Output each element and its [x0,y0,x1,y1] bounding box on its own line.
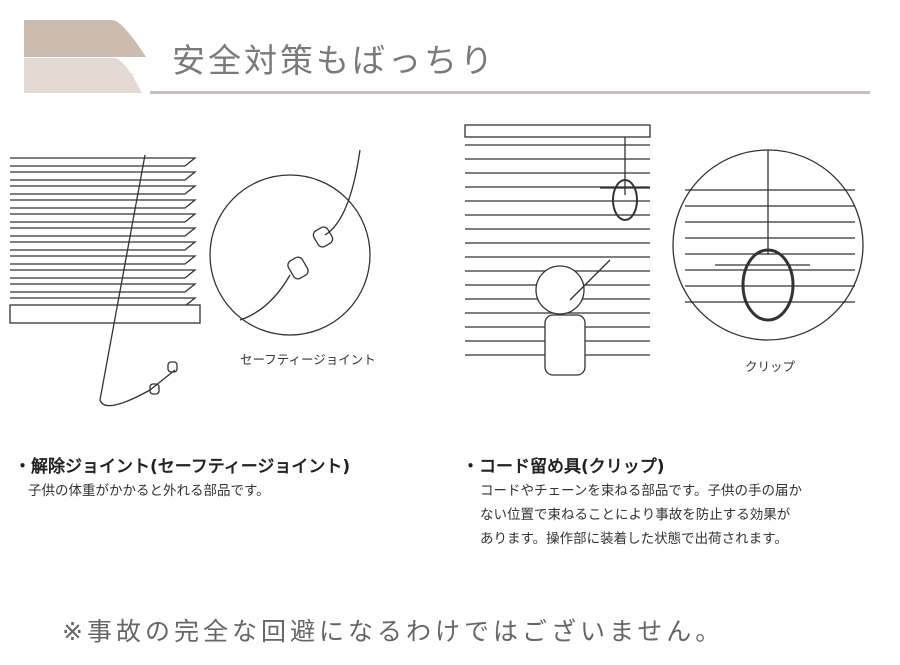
blind-slat [10,171,197,181]
blind-slat [10,241,197,251]
clip-description: コードやチェーンを束ねる部品です。子供の手の届か ない位置で束ねることにより事故… [480,479,802,551]
blind-slat [10,269,197,279]
blind-safety-joint-illustration [9,149,371,407]
blind-slat [10,283,197,293]
safety-joint-heading: ・解除ジョイント(セーフティージョイント) [14,457,351,477]
blind-slat [10,185,197,195]
clip-caption: クリップ [745,359,796,374]
blind-clip-illustration [464,124,864,376]
section-title: 安全対策もばっちり [172,41,496,80]
blind-slat [10,199,197,209]
blind-slat [10,255,197,265]
title-divider [150,91,870,94]
header-blind-icon [24,20,146,93]
safety-joint-caption: セーフティージョイント [240,352,376,367]
safety-joint-description: 子供の体重がかかると外れる部品です。 [28,483,270,499]
blind-slat [10,213,197,223]
clip-heading: ・コード留め具(クリップ) [462,457,665,477]
blind-slat [10,157,197,167]
blind-slat [10,227,197,237]
clip-description-line: あります。操作部に装着した状態で出荷されます。 [480,531,788,547]
clip-description-line: コードやチェーンを束ねる部品です。子供の手の届か [480,483,802,499]
clip-description-line: ない位置で束ねることにより事故を防止する効果が [480,507,791,523]
disclaimer-note: ※事故の完全な回避になるわけではございません。 [62,617,725,646]
